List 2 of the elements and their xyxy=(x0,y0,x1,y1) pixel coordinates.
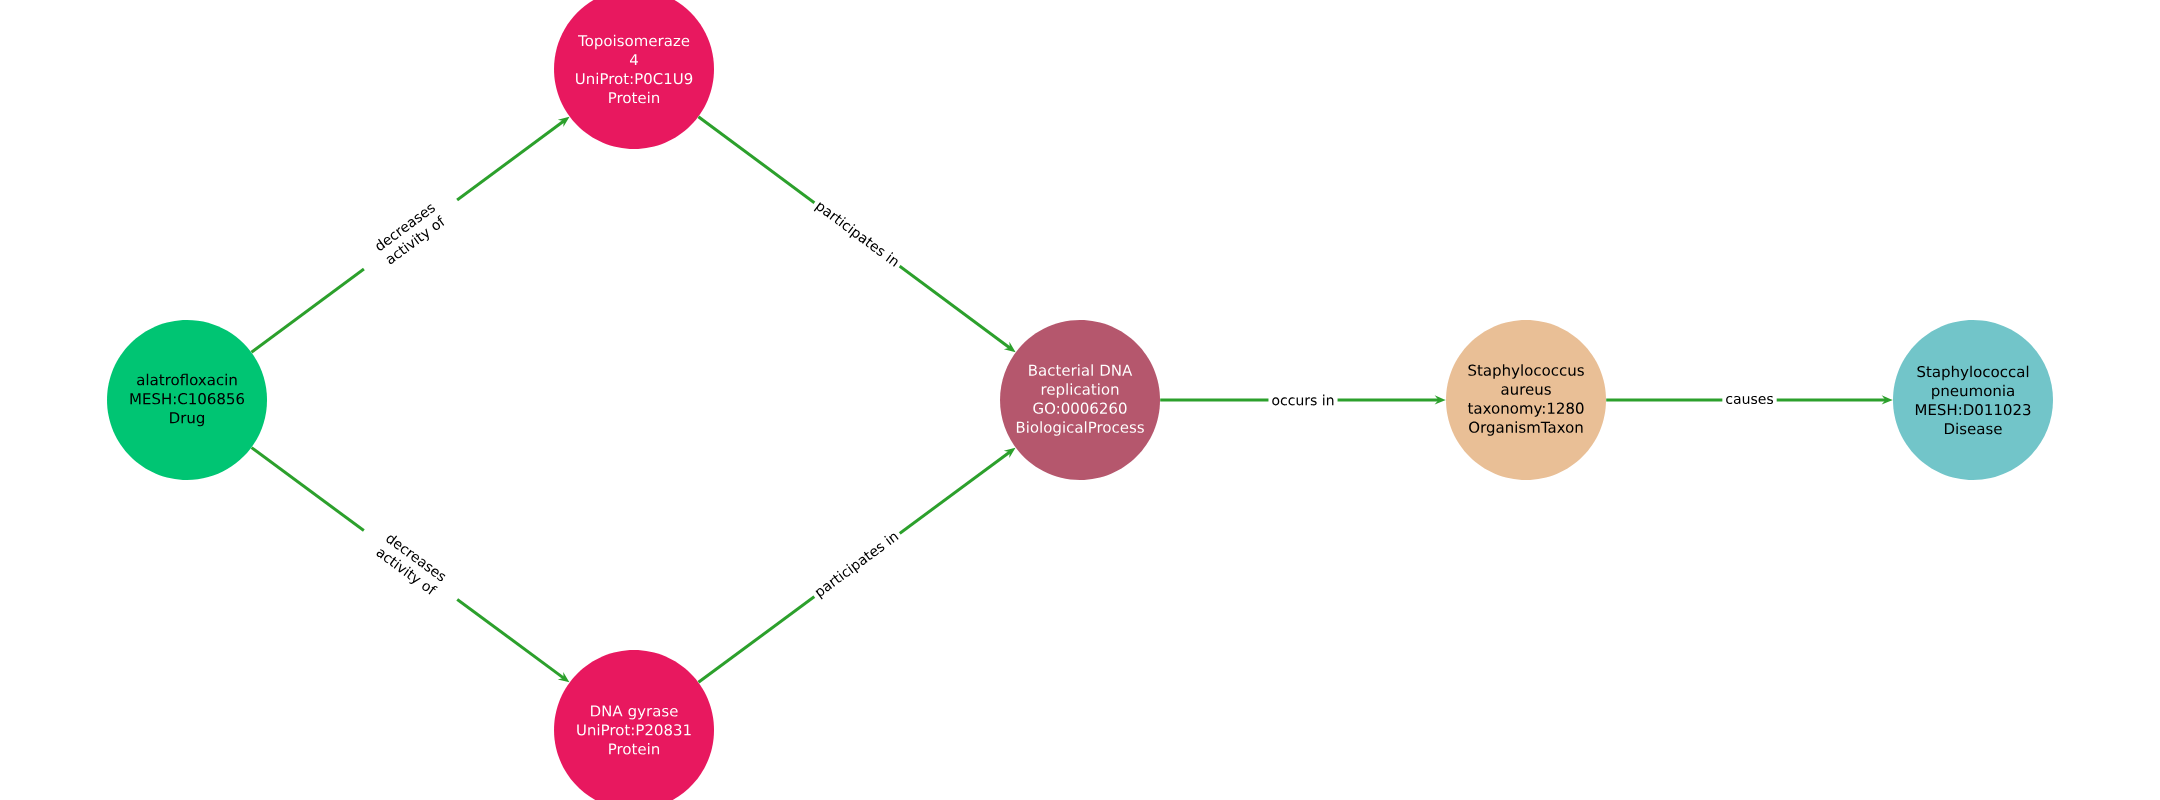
edge-label: causes xyxy=(1722,393,1777,407)
edge-label: occurs in xyxy=(1268,391,1338,409)
